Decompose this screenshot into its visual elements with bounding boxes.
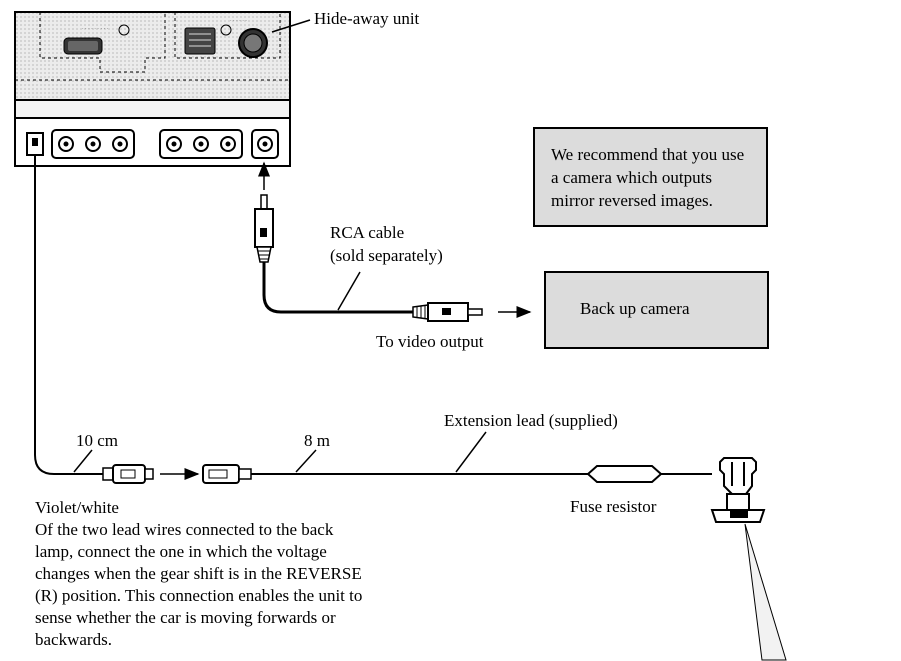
rca-cable	[254, 161, 532, 322]
wire-color-label: Violet/white	[35, 498, 119, 517]
fuse-resistor	[586, 465, 663, 483]
hide-away-unit-label: Hide-away unit	[314, 9, 420, 28]
recommend-line: mirror reversed images.	[551, 191, 713, 210]
rca-cable-sub-label: (sold separately)	[330, 246, 443, 265]
note-line: lamp, connect the one in which the volta…	[35, 542, 327, 561]
fuse-resistor-label: Fuse resistor	[570, 497, 657, 516]
multi-pin-connector-right	[184, 27, 216, 55]
recommend-line: a camera which outputs	[551, 168, 712, 187]
note-line: Of the two lead wires connected to the b…	[35, 520, 334, 539]
note-line: sense whether the car is moving forwards…	[35, 608, 336, 627]
recommend-line: We recommend that you use	[551, 145, 744, 164]
note-line: backwards.	[35, 630, 112, 649]
wire-connection-note: Violet/white Of the two lead wires conne…	[35, 497, 435, 651]
extension-lead-label: Extension lead (supplied)	[444, 411, 618, 430]
note-line: changes when the gear shift is in the RE…	[35, 564, 362, 583]
rca-cable-label: RCA cable	[330, 223, 404, 242]
length-short-label: 10 cm	[76, 431, 118, 450]
note-line: (R) position. This connection enables th…	[35, 586, 363, 605]
hide-away-unit: · · · · · · · · · · · · · · · · · · · · …	[14, 11, 291, 167]
svg-text:· · · · · · · · ·: · · · · · · · · ·	[82, 26, 108, 32]
recommendation-box: We recommend that you use a camera which…	[533, 127, 768, 227]
back-lamp-lead-wire	[744, 523, 787, 661]
back-up-camera-label: Back up camera	[580, 299, 690, 318]
length-long-label: 8 m	[304, 431, 330, 450]
back-up-camera-box: Back up camera	[544, 271, 769, 349]
svg-text:· · · · · ·: · · · · · ·	[230, 18, 247, 24]
extension-lead	[34, 155, 766, 523]
to-video-output-label: To video output	[376, 332, 484, 351]
